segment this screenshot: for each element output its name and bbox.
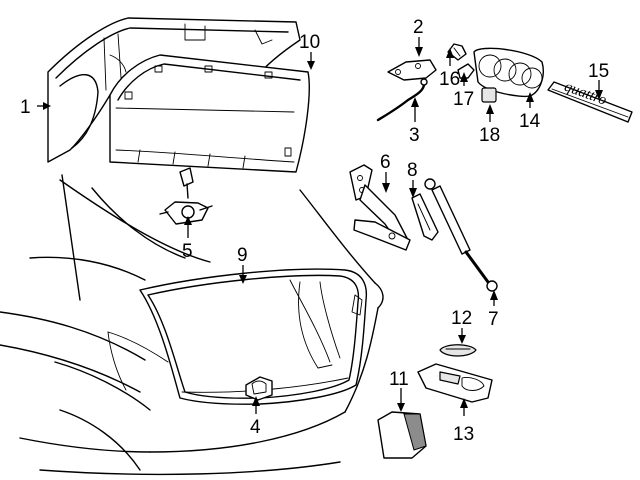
vehicle-rear-body [0, 174, 384, 476]
callout-1: 1 [20, 97, 31, 118]
lamp-housing [417, 363, 493, 403]
hinge-arm [349, 164, 411, 251]
callout-3: 3 [409, 125, 420, 146]
trunk-lid-striker [245, 376, 273, 401]
support-bracket [411, 193, 439, 241]
trunk-opening [139, 268, 368, 405]
rings-emblem [473, 47, 544, 98]
lamp-lens [439, 344, 477, 357]
trunk-lid-trim-panel [109, 54, 310, 173]
callout-16: 16 [439, 69, 460, 90]
gas-strut [424, 178, 498, 292]
callout-15: 15 [588, 61, 609, 82]
callout-2: 2 [413, 17, 424, 38]
callout-8: 8 [407, 160, 418, 181]
callout-18: 18 [479, 125, 500, 146]
callout-14: 14 [519, 111, 541, 132]
lid-switch [377, 411, 427, 459]
bumper-stop [457, 63, 475, 79]
callout-11: 11 [389, 369, 409, 390]
callout-7: 7 [488, 309, 499, 330]
hinge-bracket [387, 59, 437, 81]
callout-12: 12 [451, 308, 472, 329]
callout-5: 5 [182, 241, 193, 262]
badge-clip [481, 87, 497, 103]
callout-4: 4 [250, 417, 261, 438]
callout-9: 9 [237, 245, 248, 266]
retainer-clip [447, 43, 467, 61]
callout-13: 13 [453, 424, 474, 445]
release-cable [376, 78, 428, 122]
callout-labels: 1 2 3 4 5 6 7 8 9 10 11 12 13 14 15 16 1… [20, 17, 609, 445]
leader-lines [37, 37, 603, 416]
quattro-badge: quattro [547, 79, 633, 123]
callout-17: 17 [453, 89, 474, 110]
callout-10: 10 [299, 32, 320, 53]
trunk-lid-latch [159, 167, 213, 225]
callout-6: 6 [380, 152, 391, 173]
